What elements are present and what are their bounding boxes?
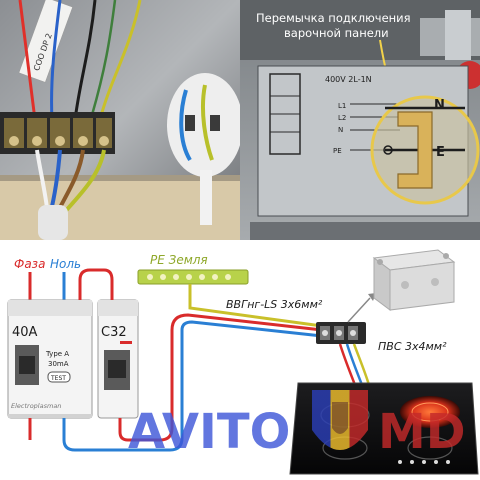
photo-cooktop-plate: Перемычка подключения варочной панели 40… — [240, 0, 480, 240]
terminal-label-l2: L2 — [338, 114, 346, 122]
watermark-left: AVITO — [128, 404, 290, 460]
rcd-rating: 40A — [12, 325, 38, 340]
label-neutral: Ноль — [50, 257, 81, 271]
bus-label-n: N — [434, 98, 445, 113]
flag-emblem — [312, 390, 368, 450]
caption-line-1: Перемычка подключения — [256, 11, 411, 25]
terminal-block — [0, 112, 115, 154]
mcb-rating: C32 — [101, 325, 127, 340]
junction-terminal — [316, 322, 366, 344]
rcd-brand: Electroplasman — [11, 402, 61, 410]
mcb-breaker: C32 — [97, 299, 139, 419]
label-main-cable: ВВГнг-LS 3х6мм² — [226, 298, 323, 311]
label-phase: Фаза — [14, 257, 45, 271]
terminal-cap — [167, 73, 243, 225]
label-flex-cable: ПВС 3х4мм² — [378, 340, 447, 353]
terminal-label-n: N — [338, 126, 343, 134]
terminal-label-l1: L1 — [338, 102, 346, 110]
rcd-current: 30mA — [48, 360, 69, 368]
plate-header: 400V 2L-1N — [325, 75, 372, 84]
rcd-breaker: 40A Type A 30mA TEST Electroplasman — [7, 299, 93, 419]
rcd-type: Type A — [45, 350, 69, 358]
photo-terminal-block: COO DP 2 — [0, 0, 243, 240]
jumper-highlight-ring: N E — [370, 95, 480, 205]
label-earth: PE Земля — [150, 253, 208, 267]
rcd-test-button: TEST — [50, 375, 66, 382]
wiring-diagram: Фаза Ноль PE Земля 40A Type A 30mA — [0, 240, 480, 480]
junction-box — [372, 249, 456, 311]
caption-line-2: варочной панели — [284, 26, 389, 40]
terminal-label-pe: PE — [333, 147, 342, 155]
watermark-right: MD — [378, 404, 466, 460]
bus-label-e: E — [436, 145, 445, 160]
earth-bus-bar — [137, 269, 249, 285]
watermark: AVITO MD — [128, 390, 466, 460]
